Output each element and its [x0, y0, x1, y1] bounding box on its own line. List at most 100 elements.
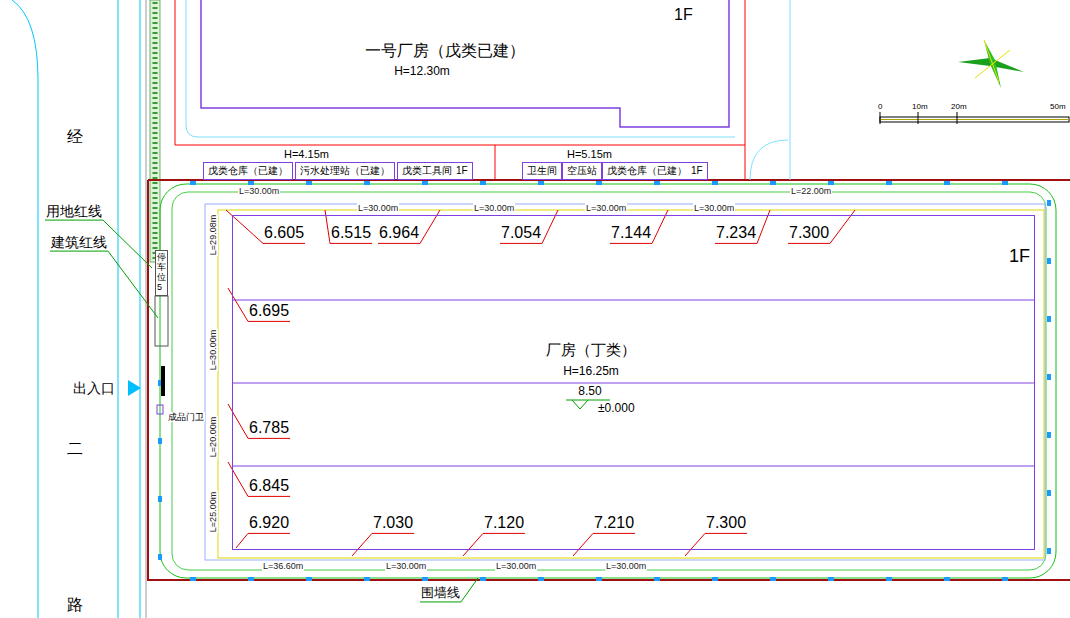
building-label: 污水处理站（已建） [300, 165, 390, 177]
gate [161, 366, 165, 396]
dimension-label: L=30.00m [385, 561, 427, 571]
leader-line [228, 404, 290, 438]
building-label: 戊类工具间 [402, 165, 452, 177]
dimension-label: L=25.00m [208, 491, 218, 533]
floor-elevation: ±0.000 [597, 402, 636, 416]
small-building: 污水处理站（已建） [295, 162, 395, 180]
entrance-label: 出入口 [72, 380, 116, 396]
building-grid [232, 300, 1035, 466]
road-name: 路 [66, 596, 84, 614]
road-edge [146, 0, 147, 618]
boundary-label: 用地红线 [45, 203, 103, 219]
leader-line [685, 533, 747, 556]
small-building: 戊类仓库（已建） [203, 162, 293, 180]
elevation-label: 7.144 [610, 224, 652, 242]
building-label: 戊类仓库（已建） [607, 165, 687, 177]
scale-ticks [880, 112, 957, 124]
dimension-label: L=30.00m [585, 203, 627, 213]
north-arrow [975, 50, 1010, 78]
building-label: 1F [674, 6, 693, 24]
building-outline [200, 0, 730, 128]
building-label: 停车位5 [157, 253, 166, 293]
elevation-label: 6.695 [248, 302, 290, 320]
green-belt-dots [153, 2, 158, 260]
existing-building: 一号厂房（戊类已建） H=12.30m 1F [200, 0, 730, 128]
dimension-label: L=30.00m [495, 561, 537, 571]
building-label: 戊类仓库（已建） [208, 165, 288, 177]
leader-line [463, 533, 525, 556]
building-line [205, 204, 1045, 560]
leader-line [352, 533, 414, 556]
leader-line [228, 288, 290, 321]
parking-box: 停车位5 [155, 250, 168, 296]
building-label: 1F [456, 165, 468, 177]
elevation-label: 7.300 [788, 224, 830, 242]
factory-building: 厂房（丁类） H=16.25m 1F [232, 215, 1035, 550]
scale-label: 10m [911, 102, 929, 111]
road-edge [186, 0, 735, 137]
fire-road [160, 184, 1056, 578]
scale-label: 0 [877, 102, 883, 111]
elevation-label: 7.054 [500, 224, 542, 242]
entrance-arrow [128, 380, 141, 396]
scale-bar [880, 119, 1069, 120]
leader-line [420, 578, 478, 602]
building-label: 卫生间 [527, 165, 557, 177]
elevation-label: 6.785 [248, 419, 290, 437]
elevation-label: 7.120 [483, 514, 525, 532]
height-label: H=5.15m [566, 148, 613, 161]
guard-label: 成品门卫 [167, 412, 205, 422]
grading-line [218, 210, 1044, 558]
elevation-label: 6.605 [263, 224, 305, 242]
lamp-markers [190, 183, 1045, 579]
leader-line [236, 533, 290, 548]
land-boundary [148, 180, 1070, 580]
dimension-label: L=30.00m [208, 329, 218, 371]
green-belt [150, 0, 160, 262]
road-curb [118, 0, 119, 618]
leader-line [50, 251, 158, 318]
dimension-label: L=20.00m [208, 416, 218, 458]
dimension-label: L=22.00m [790, 186, 832, 196]
dimension-label: L=30.00m [693, 203, 735, 213]
fire-road [172, 192, 1046, 570]
building-label: 厂房（丁类） [544, 341, 638, 358]
lamp-markers [160, 200, 1049, 570]
elevation-label: 6.964 [378, 224, 420, 242]
elevation-label: 7.210 [593, 514, 635, 532]
parking-strip [155, 296, 168, 346]
building-label: H=12.30m [394, 65, 450, 79]
guard-house [157, 405, 163, 414]
building-label: 一号厂房（戊类已建） [365, 42, 525, 60]
dimension-label: L=36.60m [262, 561, 304, 571]
small-building: 戊类仓库（已建）1F [602, 162, 708, 180]
elevation-label: 6.515 [330, 224, 372, 242]
building-outline [201, 0, 729, 127]
road-edge [750, 0, 790, 180]
scale-label: 50m [1049, 102, 1067, 111]
boundary-label: 建筑红线 [50, 234, 108, 250]
scale-label: 20m [950, 102, 968, 111]
road-name: 二 [66, 440, 84, 458]
elevation-label: 7.030 [372, 514, 414, 532]
height-label: H=4.15m [283, 148, 330, 161]
scale-bar [880, 117, 1069, 122]
wall-label: 围墙线 [420, 586, 461, 601]
dimension-label: L=30.00m [357, 203, 399, 213]
elevation-label: 7.234 [715, 224, 757, 242]
building-label: 空压站 [567, 165, 597, 177]
leader-line [45, 220, 152, 268]
building-label: H=16.25m [561, 365, 621, 379]
road-curb [140, 0, 141, 618]
red-line [175, 0, 745, 180]
dimension-label: L=30.00m [238, 186, 280, 196]
elevation-label: 6.920 [248, 514, 290, 532]
building-label: 1F [1009, 246, 1030, 267]
leader-line [573, 533, 635, 556]
elevation-label: 6.845 [248, 477, 290, 495]
dimension-label: L=30.00m [605, 561, 647, 571]
